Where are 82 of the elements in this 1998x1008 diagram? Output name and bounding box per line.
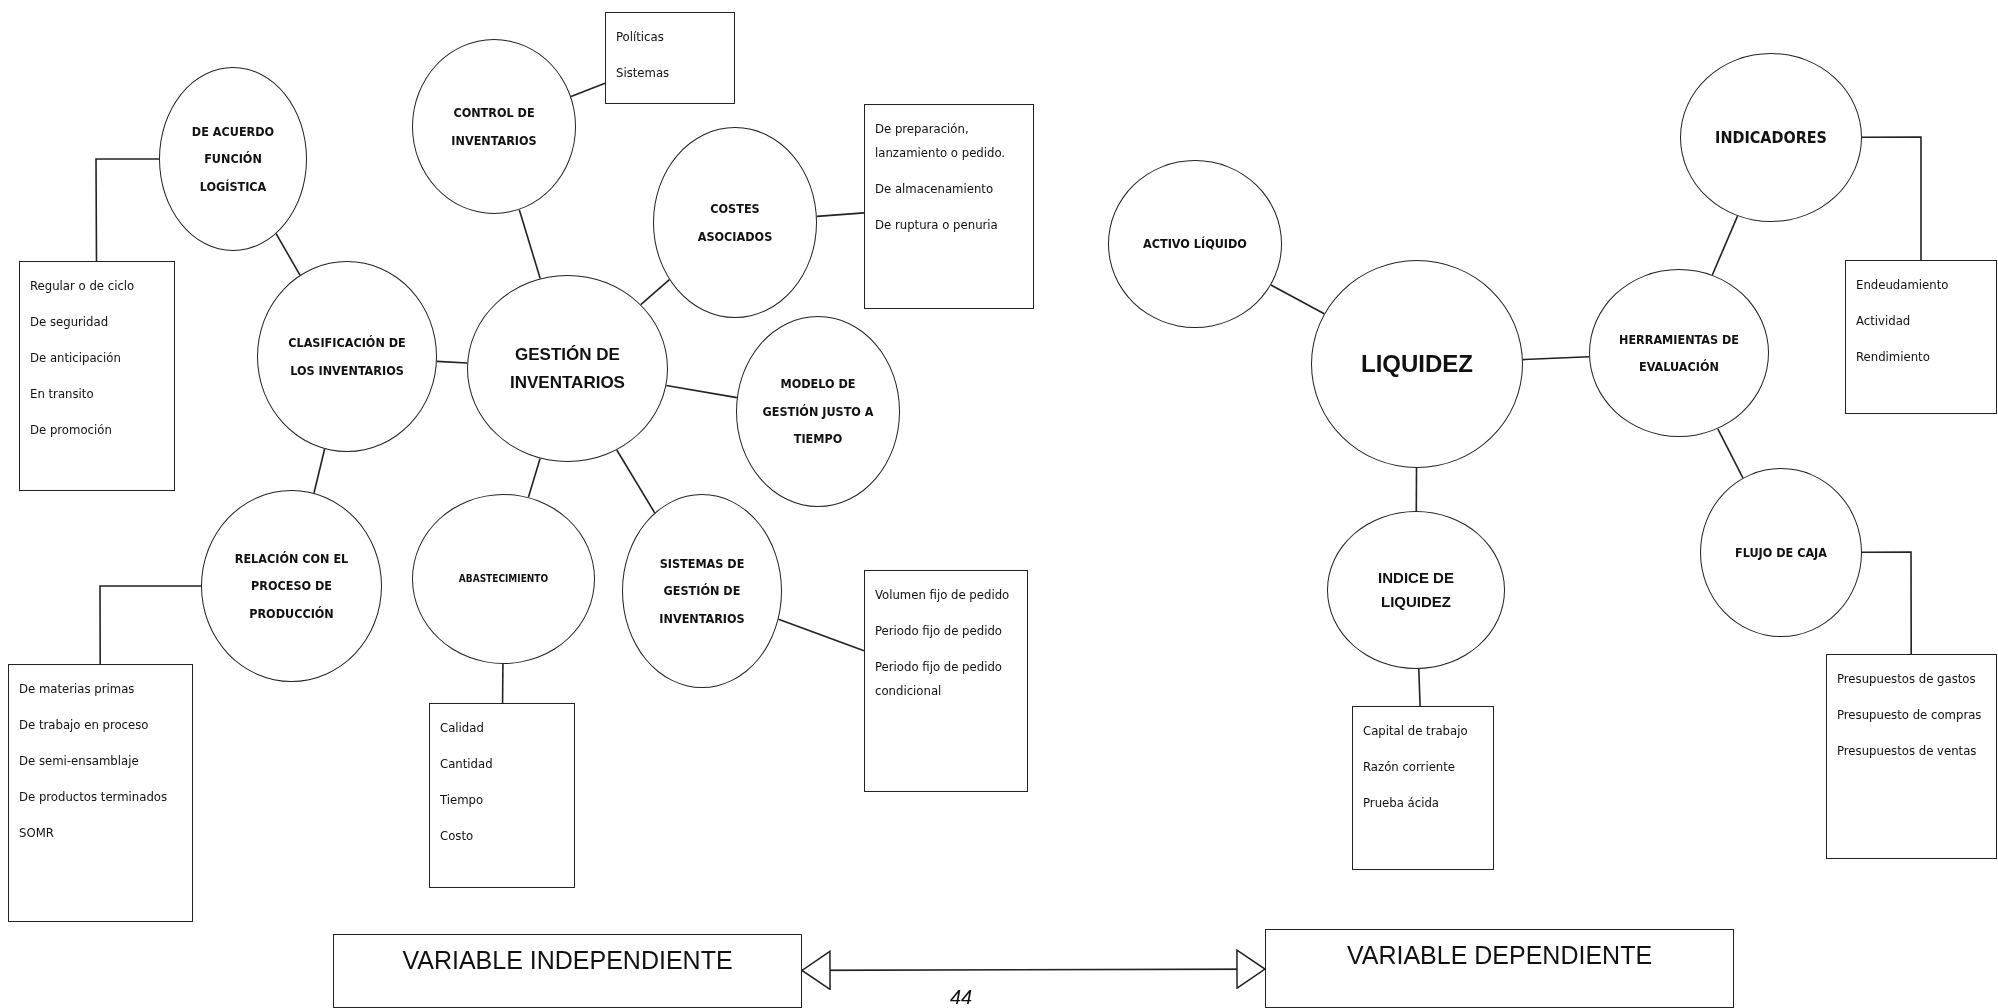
list-item: Cantidad xyxy=(440,755,494,773)
list-item: Presupuestos de gastos xyxy=(1837,670,1977,688)
list-item: Rendimiento xyxy=(1856,348,1931,366)
connector-line xyxy=(527,457,541,498)
concept-label: FLUJO DE CAJA xyxy=(1735,543,1827,562)
connector-line xyxy=(816,212,865,218)
list-item: Sistemas xyxy=(616,64,671,82)
connector-line xyxy=(501,663,504,704)
list-item: En transito xyxy=(30,385,95,403)
list-item: Actividad xyxy=(1856,312,1912,330)
variable-title: VARIABLE DEPENDIENTE xyxy=(1346,940,1653,971)
list-item: Volumen fijo de pedido xyxy=(875,586,1011,604)
connector-line xyxy=(1711,215,1739,276)
connector-line xyxy=(1861,551,1912,655)
concept-label: CLASIFICACIÓN DE LOS INVENTARIOS xyxy=(287,334,407,380)
list-item: De seguridad xyxy=(30,313,110,331)
concept-label: ABASTECIMIENTO xyxy=(458,572,549,586)
double-arrow xyxy=(801,949,1266,991)
list-item: Regular o de ciclo xyxy=(30,277,136,295)
concept-label: RELACIÓN CON EL PROCESO DE PRODUCCIÓN xyxy=(233,549,350,623)
list-item: Presupuesto de compras xyxy=(1837,706,1983,724)
list-item: Calidad xyxy=(440,719,485,737)
connector-line xyxy=(99,585,202,665)
concept-label: ACTIVO LÍQUIDO xyxy=(1143,235,1247,254)
connector-line xyxy=(777,618,865,652)
list-box xyxy=(8,664,193,922)
list-item: Capital de trabajo xyxy=(1363,722,1469,740)
list-item: Prueba ácida xyxy=(1363,794,1440,812)
connector-line xyxy=(665,384,738,399)
list-item: Periodo fijo de pedido xyxy=(875,622,1003,640)
list-item: Políticas xyxy=(616,28,665,46)
list-box xyxy=(864,570,1028,792)
list-item: Presupuestos de ventas xyxy=(1837,742,1978,760)
list-item: De materias primas xyxy=(19,680,136,698)
connector-line xyxy=(1418,668,1421,707)
concept-label: LIQUIDEZ xyxy=(1361,348,1473,379)
connector-line xyxy=(95,158,160,262)
list-item: Tiempo xyxy=(440,791,485,809)
variable-box xyxy=(1265,929,1734,1008)
variable-box xyxy=(333,934,802,1008)
list-box xyxy=(605,12,735,104)
list-box xyxy=(429,703,575,888)
list-item: SOMR xyxy=(19,824,55,842)
list-item: Razón corriente xyxy=(1363,758,1457,776)
list-box xyxy=(864,104,1034,309)
list-box xyxy=(1826,654,1997,859)
list-box xyxy=(19,261,175,491)
list-item: De productos terminados xyxy=(19,788,169,806)
concept-label: HERRAMIENTAS DE EVALUACIÓN xyxy=(1617,330,1740,376)
connector-line xyxy=(1717,428,1744,479)
list-box xyxy=(1352,706,1494,870)
list-item: De semi-ensamblaje xyxy=(19,752,140,770)
concept-label: CONTROL DE INVENTARIOS xyxy=(450,104,538,150)
connector-line xyxy=(1522,356,1590,361)
concept-label: INDICADORES xyxy=(1715,126,1827,149)
connector-line xyxy=(1415,467,1418,512)
concept-label: MODELO DE GESTIÓN JUSTO A TIEMPO xyxy=(761,375,875,449)
connector-line xyxy=(275,232,301,276)
connector-line xyxy=(640,278,671,306)
concept-label: SISTEMAS DE GESTIÓN DE INVENTARIOS xyxy=(658,554,746,628)
list-box xyxy=(1845,260,1997,414)
connector-line xyxy=(570,82,606,98)
list-item: Endeudamiento xyxy=(1856,276,1950,294)
page-number: 44 xyxy=(950,986,973,1008)
list-item: De anticipación xyxy=(30,349,122,367)
list-item: Costo xyxy=(440,827,475,845)
list-item: De almacenamiento xyxy=(875,180,995,198)
list-item: De trabajo en proceso xyxy=(19,716,150,734)
list-item: De promoción xyxy=(30,421,113,439)
list-item: De ruptura o penuria xyxy=(875,216,999,234)
list-item: De preparación, lanzamiento o pedido. xyxy=(875,120,1007,162)
concept-label: DE ACUERDO FUNCIÓN LOGÍSTICA xyxy=(190,122,276,196)
concept-label: COSTES ASOCIADOS xyxy=(696,200,774,246)
connector-line xyxy=(518,208,541,280)
connector-line xyxy=(313,448,326,494)
connector-line xyxy=(436,360,468,364)
concept-label: GESTIÓN DE INVENTARIOS xyxy=(509,344,626,394)
variable-title: VARIABLE INDEPENDIENTE xyxy=(402,945,733,976)
connector-line xyxy=(1861,136,1922,261)
list-item: Periodo fijo de pedido condicional xyxy=(875,658,1003,700)
connector-line xyxy=(1270,284,1325,315)
concept-label: INDICE DE LIQUIDEZ xyxy=(1377,568,1455,612)
